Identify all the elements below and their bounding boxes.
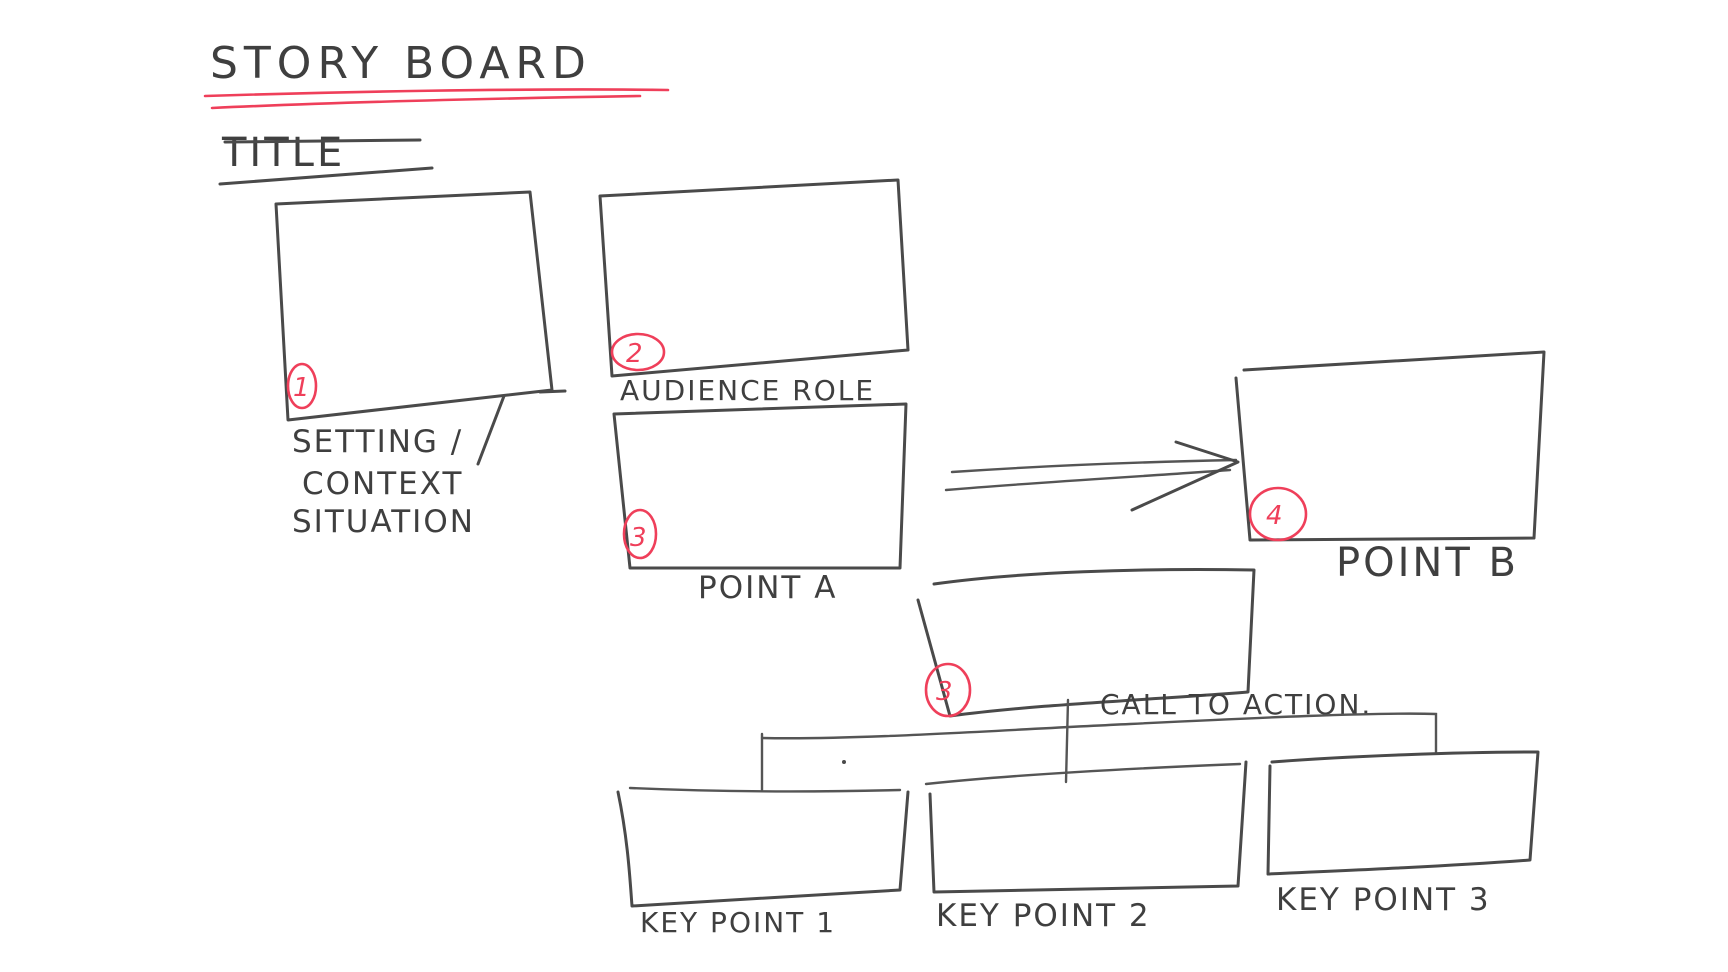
frame-4-number: 4 <box>1266 501 1283 531</box>
frame-4-label: POINT B <box>1336 540 1519 586</box>
arrow-point-a-to-b <box>944 440 1240 512</box>
heading-group: STORY BOARD TITLE <box>203 38 670 186</box>
key-point-2-label: KEY POINT 2 <box>936 898 1151 934</box>
frame-key-point-3[interactable]: KEY POINT 3 <box>1266 750 1540 918</box>
tree-lower-bar-right <box>924 762 1242 786</box>
frame-2-box <box>598 178 910 378</box>
tree-lower-bar-left <box>628 786 902 793</box>
frame-3b-number: 3 <box>936 677 953 707</box>
tree-upper-bar <box>760 712 1438 754</box>
frame-3b-number-circle <box>924 662 972 718</box>
frame-1-label-line-1: SETTING / <box>292 424 463 460</box>
frame-3a[interactable]: 3 POINT A <box>612 402 908 606</box>
key-point-3-label: KEY POINT 3 <box>1276 882 1491 918</box>
frame-3a-number-circle <box>622 508 658 560</box>
frame-3b-box <box>916 568 1256 718</box>
frame-3a-label: POINT A <box>698 570 837 606</box>
frame-4-number-circle <box>1248 486 1308 542</box>
heading-underline-1 <box>203 88 670 98</box>
frame-1-label-line-2: CONTEXT <box>302 466 463 502</box>
frame-3a-box <box>612 402 908 570</box>
frame-1-label-line-3: SITUATION <box>292 504 475 540</box>
frame-1-box-tail <box>538 389 567 394</box>
frame-4-box <box>1234 350 1546 542</box>
frame-1-number: 1 <box>293 373 310 403</box>
arrow-head-icon <box>1130 440 1240 512</box>
stray-dot <box>842 760 846 764</box>
key-point-2-box <box>928 760 1248 894</box>
title-overline <box>223 138 422 144</box>
heading-underline-2 <box>210 94 642 110</box>
frame-1-slash <box>476 394 506 466</box>
arrow-shaft-bottom <box>944 468 1232 492</box>
frame-2-number: 2 <box>626 339 643 369</box>
storyboard-heading: STORY BOARD <box>210 38 592 89</box>
frame-4[interactable]: 4 POINT B <box>1234 350 1546 586</box>
frame-3a-number: 3 <box>630 523 647 553</box>
frame-1-number-circle <box>286 362 318 410</box>
bracket-tree <box>628 698 1438 793</box>
key-point-1-label: KEY POINT 1 <box>640 906 836 939</box>
tree-trunk <box>1064 698 1070 784</box>
frame-1-box <box>274 190 554 422</box>
frame-2[interactable]: 2 AUDIENCE ROLE <box>598 178 910 407</box>
frame-3b[interactable]: 3 CALL TO ACTION. <box>916 568 1372 721</box>
frame-key-point-2[interactable]: KEY POINT 2 <box>928 760 1248 934</box>
frame-1[interactable]: 1 SETTING / CONTEXT SITUATION <box>274 190 567 540</box>
title-underline <box>218 166 434 186</box>
arrow-shaft-top <box>950 458 1238 474</box>
key-point-1-box <box>616 790 910 908</box>
title-label: TITLE <box>221 130 345 176</box>
frame-2-label: AUDIENCE ROLE <box>620 374 875 407</box>
frame-2-number-circle <box>610 332 666 372</box>
frame-key-point-1[interactable]: KEY POINT 1 <box>616 790 910 939</box>
key-point-3-box <box>1266 750 1540 876</box>
